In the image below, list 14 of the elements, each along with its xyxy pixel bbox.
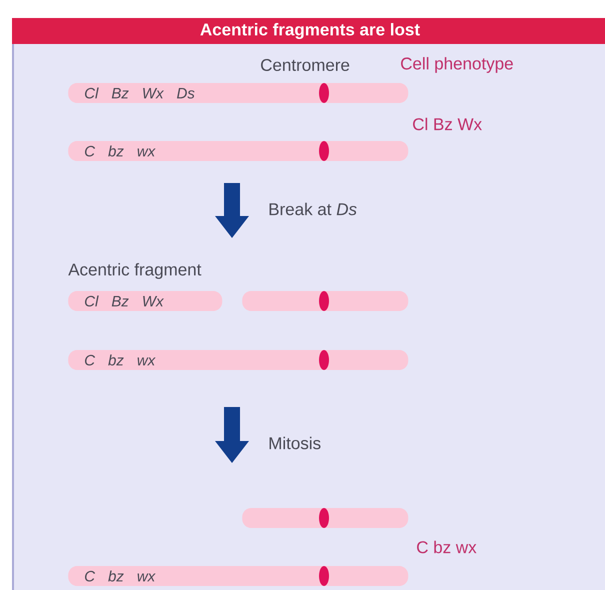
chromosome-bar: C bz wx <box>68 350 408 370</box>
text-label: C bz wx <box>417 540 476 554</box>
text-label: Acentric fragment <box>68 263 202 279</box>
chromosome-bar: C bz wx <box>68 141 408 161</box>
text-label: Mitosis <box>270 436 320 450</box>
chromosome-bar: C bz wx <box>68 566 408 586</box>
text-label: Break at Ds <box>270 202 357 216</box>
title-banner: Acentric fragments are lost <box>12 18 605 44</box>
text-label: Cell phenotype <box>401 57 513 73</box>
chromosome-bar: Cl Bz Wx Ds <box>68 83 408 103</box>
chromosome-bar: Cl Bz Wx <box>68 291 222 311</box>
text-label: Cl Bz Wx <box>413 118 482 130</box>
chromosome-bar <box>242 508 408 528</box>
chromosome-bar <box>242 291 408 311</box>
